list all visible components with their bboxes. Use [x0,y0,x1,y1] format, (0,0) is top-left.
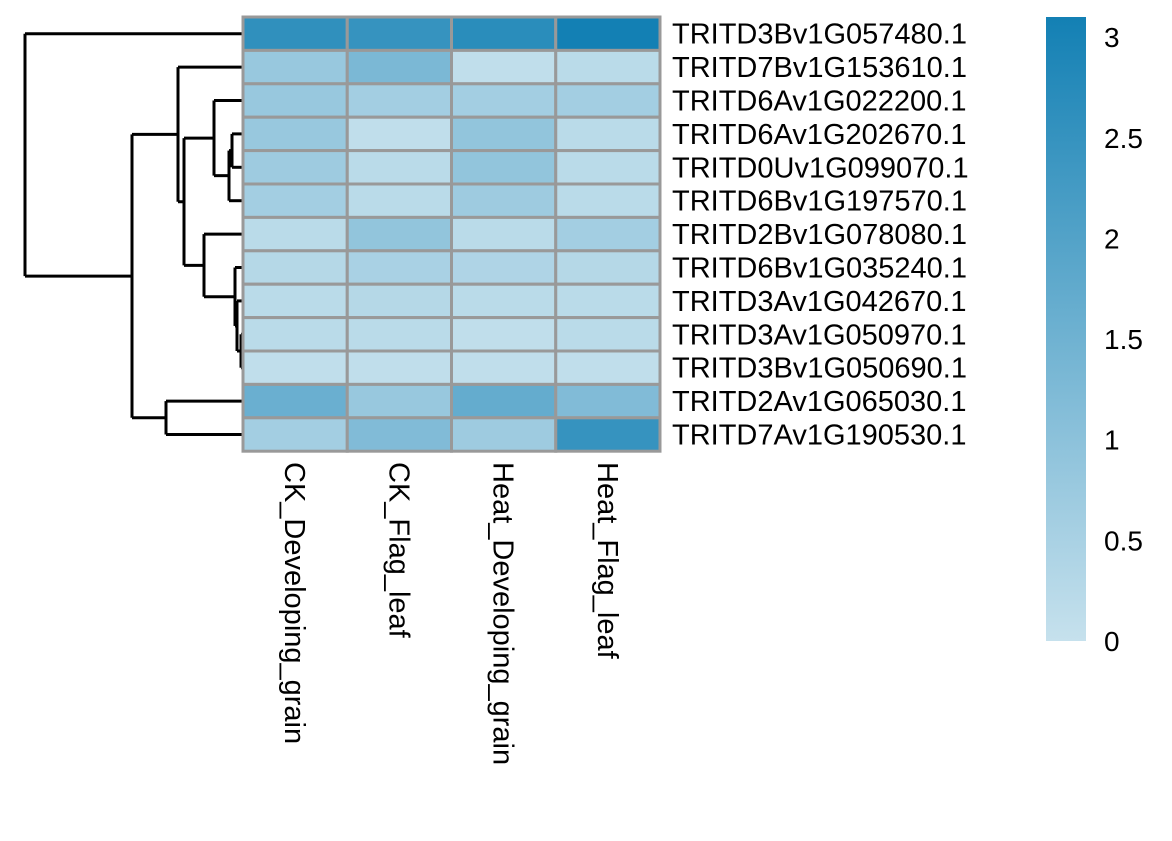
column-label: Heat_Flag_leaf [591,462,623,660]
heatmap-cell [345,282,453,320]
heatmap-cell [450,316,558,353]
heatmap-cell [345,416,453,453]
heatmap-cell [241,416,349,453]
legend-tick-label: 0 [1104,626,1120,657]
row-label: TRITD3Bv1G057480.1 [672,19,967,51]
heatmap-cell [241,382,349,420]
column-label: CK_Developing_grain [278,462,310,744]
heatmap-cell [345,82,453,119]
heatmap-cell [241,48,349,86]
legend-tick-label: 2 [1104,223,1120,254]
heatmap-cell [241,149,349,186]
row-dendrogram [23,32,243,436]
heatmap-cell [554,316,662,353]
row-label: TRITD7Bv1G153610.1 [672,52,967,84]
heatmap-cells [241,15,662,453]
heatmap-cell [554,416,662,453]
heatmap-cell [450,282,558,320]
heatmap-cell [345,149,453,186]
heatmap-cell [241,15,349,52]
legend-colorbar [1046,17,1086,641]
heatmap-cell [241,115,349,153]
heatmap-cell [241,215,349,253]
heatmap-cell [554,149,662,186]
heatmap-cell [450,182,558,219]
heatmap-cell [450,416,558,453]
row-label: TRITD7Av1G190530.1 [672,420,966,452]
legend-tick-label: 2.5 [1104,123,1143,154]
heatmap-cell [241,282,349,320]
heatmap-cell [450,82,558,119]
heatmap-cell [345,249,453,286]
heatmap-cell [345,349,453,386]
heatmap-cell [241,182,349,219]
heatmap-cell [450,149,558,186]
column-labels: CK_Developing_grain CK_Flag_leaf Heat_Deve… [278,462,623,765]
heatmap-cell [241,82,349,119]
row-label: TRITD6Bv1G197570.1 [672,186,967,218]
row-label: TRITD3Bv1G050690.1 [672,353,967,385]
legend-tick-label: 0.5 [1104,525,1143,556]
heatmap-cell [241,349,349,386]
row-label: TRITD2Av1G065030.1 [672,386,966,418]
column-label: Heat_Developing_grain [487,462,519,765]
heatmap-cell [554,182,662,219]
heatmap-cell [554,382,662,420]
heatmap-cell [345,215,453,253]
heatmap-cell [450,215,558,253]
heatmap-cell [450,115,558,153]
row-label: TRITD3Av1G050970.1 [672,319,966,351]
legend-tick-label: 3 [1104,22,1120,53]
heatmap-cell [345,382,453,420]
heatmap-cell [345,15,453,52]
heatmap-cell [345,115,453,153]
heatmap-cell [554,48,662,86]
heatmap-cell [554,82,662,119]
heatmap-cell [241,316,349,353]
heatmap-cell [554,115,662,153]
legend-tick-label: 1 [1104,425,1120,456]
heatmap-cell [241,249,349,286]
heatmap-cell [345,316,453,353]
heatmap-cell [345,48,453,86]
heatmap-cell [450,349,558,386]
heatmap-cell [450,15,558,52]
row-label: TRITD3Av1G042670.1 [672,286,966,318]
column-label: CK_Flag_leaf [382,462,414,639]
color-legend: 0 0.5 1 1.5 2 2.5 3 [1046,17,1143,657]
heatmap-cell [345,182,453,219]
legend-tick-label: 1.5 [1104,324,1143,355]
heatmap-cell [554,349,662,386]
heatmap-cell [554,249,662,286]
row-label: TRITD0Uv1G099070.1 [672,152,969,184]
heatmap-cell [554,215,662,253]
row-label: TRITD6Av1G022200.1 [672,86,966,118]
row-label: TRITD6Bv1G035240.1 [672,253,967,285]
row-label: TRITD2Bv1G078080.1 [672,219,967,251]
heatmap-cell [554,282,662,320]
heatmap-cell [450,48,558,86]
row-label: TRITD6Av1G202670.1 [672,119,966,151]
heatmap-cell [554,15,662,52]
heatmap-cell [450,249,558,286]
row-labels: TRITD3Bv1G057480.1TRITD7Bv1G153610.1TRIT… [672,19,969,452]
heatmap-cell [450,382,558,420]
